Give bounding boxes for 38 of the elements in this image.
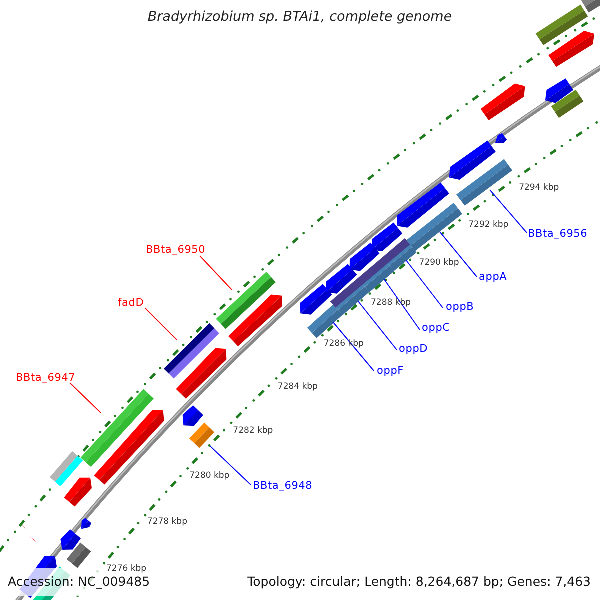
leader-line bbox=[440, 232, 478, 278]
gene-block bbox=[216, 272, 276, 330]
gene-block bbox=[80, 389, 154, 468]
gene-label: BBta_6947 bbox=[16, 372, 76, 384]
tick-label: 7276 kbp bbox=[106, 564, 147, 574]
gene-label: oppF bbox=[377, 365, 404, 377]
gene-block bbox=[164, 323, 220, 379]
leader-line bbox=[200, 256, 232, 290]
gene-label: BBta_6956 bbox=[528, 228, 588, 240]
gene-block bbox=[189, 422, 215, 448]
gene-label: oppD bbox=[399, 343, 428, 355]
gene-block bbox=[307, 304, 343, 338]
leader-line bbox=[144, 308, 178, 340]
leader-line bbox=[490, 190, 528, 234]
genome-stats-text: Topology: circular; Length: 8,264,687 bp; Genes: 7,463 bbox=[248, 574, 591, 589]
leader-line bbox=[358, 300, 398, 350]
tick-label: 7278 kbp bbox=[147, 516, 188, 527]
tick-label: 7280 kbp bbox=[190, 470, 230, 481]
leader-line bbox=[332, 322, 374, 372]
gene-block bbox=[406, 203, 462, 252]
gene-label: fadD bbox=[118, 297, 144, 309]
title: Bradyrhizobium sp. BTAi1, complete genome bbox=[146, 9, 454, 25]
tick-label: 7284 kbp bbox=[278, 382, 318, 392]
gene-label: oppB bbox=[446, 301, 474, 313]
tick-label: 7292 kbp bbox=[468, 220, 509, 230]
tick-label: 7294 kbp bbox=[519, 182, 560, 193]
leader-line bbox=[406, 260, 444, 308]
tick-label: 7282 kbp bbox=[233, 426, 274, 436]
leader-line bbox=[70, 382, 102, 414]
gene-label: BBta_6950 bbox=[146, 244, 206, 256]
gene-label: oppC bbox=[422, 322, 450, 334]
gene-label: BBta_6948 bbox=[253, 480, 313, 492]
gene-label: appA bbox=[479, 271, 508, 283]
accession-text: Accession: NC_009485 bbox=[8, 574, 150, 589]
leader-line bbox=[210, 446, 252, 486]
leader-line bbox=[384, 278, 420, 330]
tick-label: 7290 kbp bbox=[419, 258, 460, 268]
gene-block bbox=[456, 159, 512, 206]
